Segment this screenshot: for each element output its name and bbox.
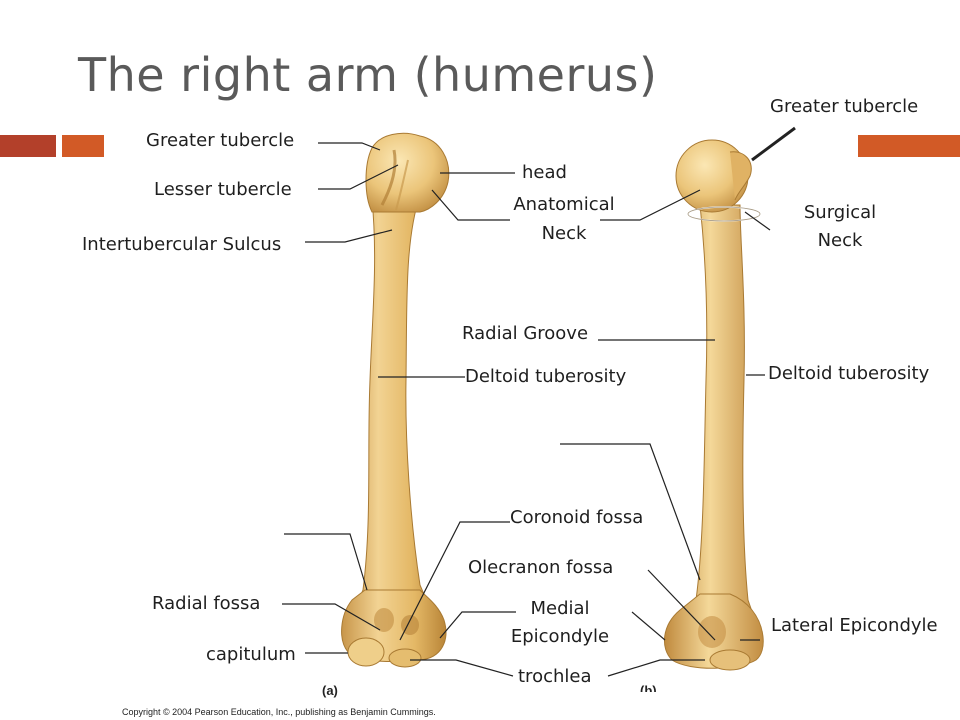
label-greater-tubercle-posterior: Greater tubercle (770, 96, 919, 117)
label-deltoid-tuberosity-anterior: Deltoid tuberosity (465, 366, 627, 387)
accent-band-dark (0, 135, 56, 157)
trochlea-shape (388, 648, 422, 668)
panel-label-b: (b) (640, 683, 657, 698)
label-deltoid-tuberosity-posterior: Deltoid tuberosity (768, 363, 930, 384)
label-medial-epicondyle-line1: Medial (530, 598, 590, 619)
label-lateral-epicondyle: Lateral Epicondyle (771, 615, 938, 636)
label-surgical-neck-line1: Surgical (803, 202, 877, 223)
humerus-posterior-bone (664, 139, 764, 671)
label-intertubercular-sulcus: Intertubercular Sulcus (82, 234, 282, 255)
page-title: The right arm (humerus) (78, 48, 658, 102)
accent-band-orange-right (858, 135, 960, 157)
label-olecranon-fossa: Olecranon fossa (468, 557, 614, 578)
leader-lines (282, 142, 771, 677)
shaft-b (667, 204, 763, 641)
label-lesser-tubercle: Lesser tubercle (154, 179, 292, 200)
label-head: head (522, 162, 567, 183)
copyright-notice: Copyright © 2004 Pearson Education, Inc.… (122, 707, 436, 717)
greater-tubercle-b-pointer (751, 126, 796, 162)
accent-band-orange-left (62, 135, 104, 157)
label-coronoid-fossa: Coronoid fossa (510, 507, 644, 528)
label-anatomical-neck-line2: Neck (541, 223, 587, 244)
label-radial-groove: Radial Groove (462, 323, 589, 344)
proximal-end-a (365, 132, 450, 213)
humerus-anterior-bone (341, 132, 450, 668)
label-anatomical-neck-line1: Anatomical (513, 194, 615, 215)
capitulum-shape (347, 637, 385, 667)
label-radial-fossa: Radial fossa (152, 593, 261, 614)
label-surgical-neck-line2: Neck (817, 230, 863, 251)
label-greater-tubercle-anterior: Greater tubercle (146, 130, 295, 151)
panel-label-a: (a) (322, 683, 338, 698)
label-capitulum: capitulum (206, 644, 296, 665)
label-trochlea: trochlea (518, 666, 592, 687)
label-medial-epicondyle-line2: Epicondyle (510, 626, 610, 647)
